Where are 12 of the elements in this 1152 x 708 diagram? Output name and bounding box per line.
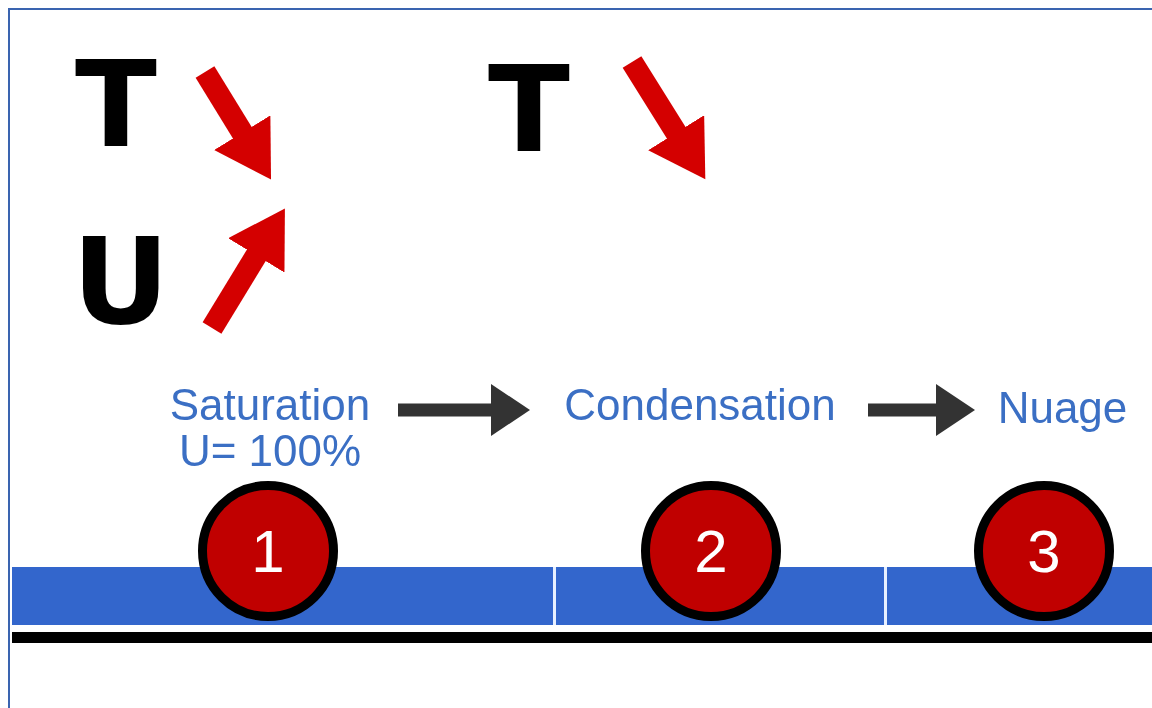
step-number-circle: 3 xyxy=(974,481,1114,621)
arrow xyxy=(868,384,975,436)
step-number-circle: 2 xyxy=(641,481,781,621)
variable-letter: T xyxy=(75,45,157,165)
step-number-circle: 1 xyxy=(198,481,338,621)
stage-label: Saturation xyxy=(168,382,372,429)
variable-letter: U xyxy=(72,222,170,342)
stage-label: Condensation xyxy=(563,382,837,429)
arrow xyxy=(398,384,530,436)
stage-label: U= 100% xyxy=(177,428,363,475)
variable-letter: T xyxy=(488,50,570,170)
stage-label: Nuage xyxy=(996,385,1129,432)
